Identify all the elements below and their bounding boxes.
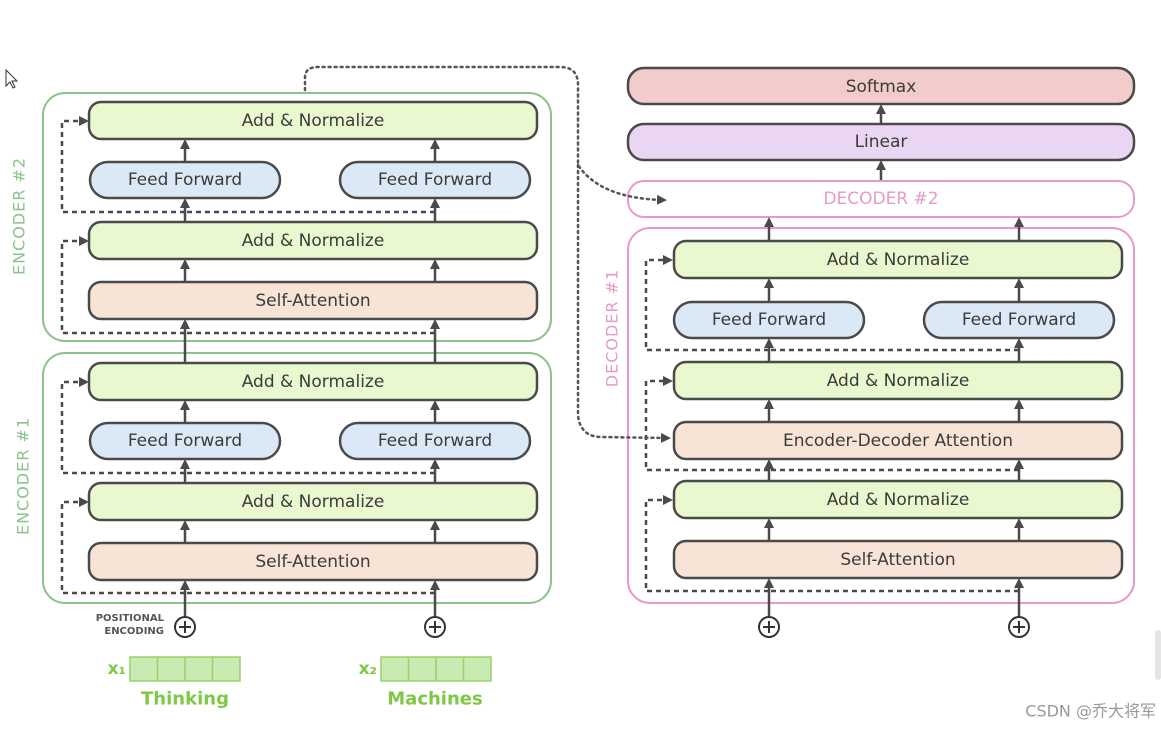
softmax-label: Softmax: [846, 77, 917, 97]
enc1-self-attention-label: Self-Attention: [255, 552, 370, 572]
enc1-feed-forward-1-label: Feed Forward: [128, 431, 242, 451]
plus-icon: [174, 616, 196, 638]
dec1-add-normalize-mid: [672, 360, 1124, 401]
enc2-self-attention: [87, 280, 539, 321]
word-machines: Machines: [387, 689, 482, 710]
enc2-feed-forward-1-label: Feed Forward: [128, 170, 242, 190]
positional-label-line1: POSITIONAL: [96, 613, 165, 624]
dec1-add-normalize-low: [672, 479, 1124, 520]
enc1-feed-forward-2-label: Feed Forward: [378, 431, 492, 451]
plus-icon: [424, 616, 446, 638]
encoder-to-decoder2-connector: [303, 65, 667, 205]
decoder-1-label: DECODER #1: [603, 269, 622, 387]
enc2-feed-forward-2-label: Feed Forward: [378, 170, 492, 190]
enc2-add-normalize-top-label: Add & Normalize: [242, 111, 385, 131]
enc2-self-attention-label: Self-Attention: [255, 291, 370, 311]
dec1-self-attention-label: Self-Attention: [840, 550, 955, 570]
linear-label: Linear: [855, 132, 908, 152]
plus-icon: [758, 616, 780, 638]
dec1-add-normalize-top: [672, 239, 1124, 280]
x1-label: x₁: [108, 659, 126, 679]
enc1-add-normalize-top-label: Add & Normalize: [242, 372, 385, 392]
enc1-self-attention: [87, 541, 539, 582]
scrollbar-handle[interactable]: [1155, 630, 1161, 680]
embedding-x1: [129, 656, 241, 682]
dec1-enc-dec-attention-label: Encoder-Decoder Attention: [783, 431, 1013, 451]
enc1-add-normalize-top: [87, 361, 539, 402]
enc2-add-normalize-top: [87, 100, 539, 141]
decoder-1-frame: [627, 227, 1135, 604]
enc2-add-normalize-mid-label: Add & Normalize: [242, 231, 385, 251]
dec1-self-attention: [672, 539, 1124, 580]
dec1-add-normalize-low-label: Add & Normalize: [827, 490, 970, 510]
positional-label-line2: ENCODING: [104, 626, 164, 637]
dec1-feed-forward-1-label: Feed Forward: [712, 310, 826, 330]
dec1-add-normalize-mid-label: Add & Normalize: [827, 371, 970, 391]
enc1-add-normalize-mid: [87, 481, 539, 522]
x2-label: x₂: [359, 659, 377, 679]
encoder-2-frame: [42, 92, 552, 342]
dec1-feed-forward-2-label: Feed Forward: [962, 310, 1076, 330]
enc2-add-normalize-mid: [87, 220, 539, 261]
decoder-2-box: [627, 180, 1135, 218]
decoder-2-label: DECODER #2: [823, 189, 938, 209]
encoder-1-frame: [42, 352, 552, 604]
cursor-icon: [5, 68, 19, 89]
dec1-add-normalize-top-label: Add & Normalize: [827, 250, 970, 270]
encoder-to-decoder1-connector: [576, 163, 671, 443]
dec1-enc-dec-attention: [672, 420, 1124, 461]
enc1-add-normalize-mid-label: Add & Normalize: [242, 492, 385, 512]
encoder-1-label: ENCODER #1: [14, 417, 33, 535]
plus-icon: [1008, 616, 1030, 638]
word-thinking: Thinking: [141, 689, 229, 710]
watermark: CSDN @乔大将军: [1025, 702, 1156, 721]
embedding-x2: [380, 656, 492, 682]
encoder-2-label: ENCODER #2: [10, 157, 29, 275]
